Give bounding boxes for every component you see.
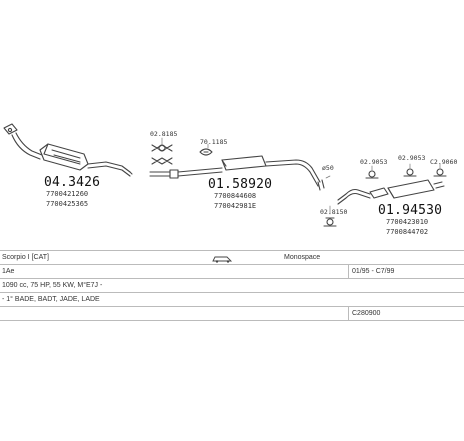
part-number-rear-silencer: 01.94530 xyxy=(378,203,442,218)
table-divider xyxy=(348,264,349,278)
oem-ref-rear-a: 7700423010 xyxy=(386,218,428,226)
table-row: 1Ae 01/95 - C7/99 xyxy=(0,264,464,279)
label-diameter: ø50 xyxy=(322,164,334,172)
hanger-drawing xyxy=(323,168,447,227)
label-hanger-c: 02.9053 xyxy=(398,154,425,162)
oem-ref-middle-a: 7700844608 xyxy=(214,192,256,200)
label-hanger-d: C2.9060 xyxy=(430,158,457,166)
table-row: 1090 cc, 75 HP, 55 KW, M°E7J - xyxy=(0,278,464,293)
body-type: Monospace xyxy=(284,254,321,261)
table-row: C280900 xyxy=(0,306,464,321)
leader-lines xyxy=(161,137,441,215)
part-number-catalyst: 04.3426 xyxy=(44,175,100,190)
production-dates: 01/95 - C7/99 xyxy=(352,268,395,275)
oem-ref-catalyst-a: 7700421260 xyxy=(46,190,88,198)
label-hanger-a: 02.8150 xyxy=(320,208,347,216)
clamp-drawing xyxy=(151,144,173,165)
table-bottom-border xyxy=(0,320,464,321)
oem-ref-rear-b: 7700844702 xyxy=(386,228,428,236)
label-clamp-a: 02.8185 xyxy=(150,130,177,138)
car-body-icon xyxy=(212,254,234,265)
system-code: C280900 xyxy=(352,310,381,317)
engine-codes: - 1° BADE, BADT, JADE, LADE xyxy=(2,296,100,303)
table-row: Scorpio I [CAT] Monospace xyxy=(0,250,464,265)
oem-ref-middle-b: 770042981E xyxy=(214,202,256,210)
middle-silencer-drawing xyxy=(149,155,325,191)
table-row: - 1° BADE, BADT, JADE, LADE xyxy=(0,292,464,307)
rear-silencer-drawing xyxy=(337,179,445,205)
oem-ref-catalyst-b: 7700425365 xyxy=(46,200,88,208)
engine-spec: 1090 cc, 75 HP, 55 KW, M°E7J - xyxy=(2,282,103,289)
variant: 1Ae xyxy=(2,268,15,275)
model-name: Scorpio I [CAT] xyxy=(2,254,49,261)
label-clamp-b: 70.1185 xyxy=(200,138,227,146)
gasket-drawing xyxy=(199,148,213,156)
catalytic-converter-drawing xyxy=(3,123,133,177)
part-number-middle-silencer: 01.58920 xyxy=(208,177,272,192)
label-hanger-b: 02.9053 xyxy=(360,158,387,166)
table-divider xyxy=(348,306,349,320)
exhaust-system-diagram: 04.3426 7700421260 7700425365 01.58920 7… xyxy=(3,123,457,236)
